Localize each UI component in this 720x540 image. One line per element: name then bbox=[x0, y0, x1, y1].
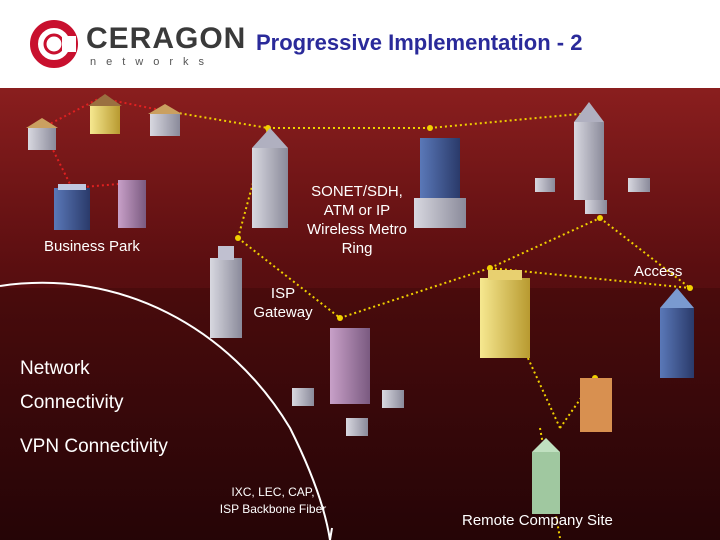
label-backbone-line: ISP Backbone Fiber bbox=[219, 502, 327, 516]
brand-name: CERAGON bbox=[86, 22, 247, 55]
house-icon bbox=[26, 118, 58, 150]
label-backbone-line: IXC, LEC, CAP, bbox=[231, 485, 315, 499]
page-title: Progressive Implementation - 2 bbox=[256, 30, 583, 55]
ceragon-logo: CERAGON networks bbox=[28, 18, 245, 70]
label-ring-line: Ring bbox=[341, 240, 373, 257]
label-isp-gateway: ISP Gateway bbox=[244, 284, 322, 322]
office-tower-icon bbox=[414, 138, 466, 228]
label-metro-ring: SONET/SDH, ATM or IP Wireless Metro Ring bbox=[292, 182, 422, 258]
brand-sub: networks bbox=[90, 56, 215, 68]
label-network-connectivity: Network Connectivity bbox=[20, 352, 124, 420]
label-isp-line: Gateway bbox=[253, 304, 313, 321]
office-tower-icon bbox=[580, 378, 612, 432]
office-tower-icon bbox=[118, 180, 146, 228]
label-backbone-fiber: IXC, LEC, CAP, ISP Backbone Fiber bbox=[200, 484, 346, 518]
office-tower-icon bbox=[480, 270, 530, 358]
network-diagram: Business Park SONET/SDH, ATM or IP Wirel… bbox=[0, 88, 720, 540]
label-ring-line: SONET/SDH, bbox=[311, 183, 403, 200]
skyscraper-icon bbox=[210, 246, 242, 338]
label-isp-line: ISP bbox=[270, 285, 296, 302]
label-access: Access bbox=[634, 263, 683, 280]
diagram-canvas bbox=[0, 94, 720, 540]
fiber-line bbox=[329, 527, 333, 540]
skyscraper-icon bbox=[532, 438, 560, 514]
network-boundary-line bbox=[0, 281, 331, 540]
house-icon bbox=[535, 178, 650, 214]
house-icon bbox=[292, 388, 404, 436]
skyscraper-icon bbox=[252, 128, 288, 228]
label-vpn-connectivity: VPN Connectivity bbox=[20, 436, 168, 457]
label-network-line: Network bbox=[20, 358, 90, 379]
house-icon bbox=[88, 94, 122, 134]
label-ring-line: ATM or IP bbox=[323, 202, 391, 219]
office-tower-icon bbox=[330, 328, 370, 404]
slide-header: CERAGON networks Progressive Implementat… bbox=[0, 0, 720, 88]
label-remote-company-site: Remote Company Site bbox=[462, 512, 613, 529]
label-ring-line: Wireless Metro bbox=[306, 221, 407, 238]
ceragon-logo-icon bbox=[30, 20, 78, 68]
label-business-park: Business Park bbox=[44, 238, 140, 255]
skyscraper-icon bbox=[660, 288, 694, 378]
house-icon bbox=[148, 104, 182, 136]
metro-ring-links bbox=[159, 109, 691, 539]
label-network-line: Connectivity bbox=[20, 392, 124, 413]
office-tower-icon bbox=[54, 184, 90, 230]
skyscraper-icon bbox=[574, 102, 604, 200]
